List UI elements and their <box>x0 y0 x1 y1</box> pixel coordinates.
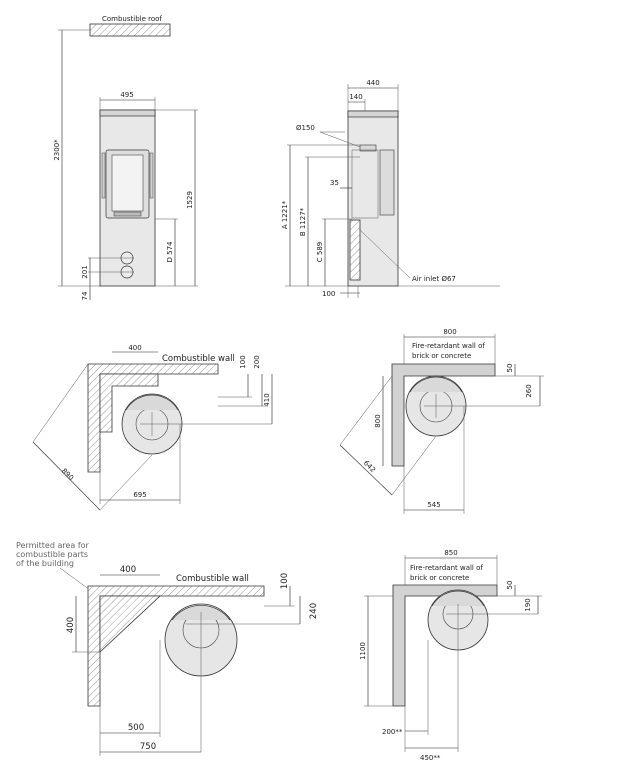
permitted-label-1: Permitted area for <box>16 541 90 550</box>
roof-height-value: 2300* <box>53 139 61 161</box>
plan3-500: 500 <box>128 723 144 733</box>
plan4-200: 200** <box>382 728 403 736</box>
door-handle-right <box>149 152 154 199</box>
plan2-260: 260 <box>525 384 533 397</box>
plan3-750: 750 <box>140 742 156 752</box>
plan1-200: 200 <box>253 355 261 368</box>
plan4-50: 50 <box>506 581 514 590</box>
combustible-roof <box>89 23 171 37</box>
ash-grate <box>113 211 142 217</box>
plan1-890: 890 <box>60 467 75 482</box>
side-door-profile <box>379 149 395 216</box>
air-channel <box>349 219 361 281</box>
fire-wall-label-2a: Fire-retardant wall of <box>410 564 483 572</box>
plan4-1100: 1100 <box>359 642 367 660</box>
side-100-value: 100 <box>322 290 335 298</box>
stove-plan-2-top <box>409 376 463 393</box>
front-201-value: 201 <box>81 265 89 278</box>
side-view: 440 140 Ø150 A 1221* B 1127* C 589 35 10… <box>281 79 500 298</box>
fire-wall-label-1a: Fire-retardant wall of <box>412 342 485 350</box>
plan2-642: 642 <box>362 459 377 474</box>
plan-fire-wall-corner-2: Fire-retardant wall of brick or concrete… <box>359 549 542 762</box>
combustible-roof-label: Combustible roof <box>102 15 162 23</box>
plan1-410: 410 <box>263 393 271 406</box>
stove-plan-4-top <box>431 590 485 607</box>
door-handle-left <box>101 152 106 199</box>
stove-glass <box>111 154 144 212</box>
front-width-value: 495 <box>120 91 133 99</box>
permitted-area <box>99 595 162 653</box>
stove-side-top <box>347 110 399 118</box>
plan2-545: 545 <box>427 501 440 509</box>
side-top-value: 140 <box>349 93 362 101</box>
plan1-695: 695 <box>133 491 146 499</box>
front-view: Combustible roof 2300* 495 1529 D 574 <box>53 15 198 300</box>
side-depth-value: 440 <box>366 79 379 87</box>
side-firebox <box>351 149 379 219</box>
fire-wall-label-1b: brick or concrete <box>412 352 471 360</box>
outlet-diameter-value: Ø150 <box>296 124 315 132</box>
air-inlet-label: Air inlet Ø67 <box>412 275 456 283</box>
side-a-value: A 1221* <box>281 200 289 229</box>
plan3-100: 100 <box>280 573 290 589</box>
plan-combustible-corner-1: Combustible wall 400 100 200 410 890 695 <box>32 344 273 511</box>
combustible-wall-inner-1 <box>99 373 159 433</box>
permitted-label-2: combustible parts <box>16 550 88 559</box>
combustible-wall-label-2: Combustible wall <box>176 574 249 584</box>
plan1-400: 400 <box>128 344 141 352</box>
plan3-400: 400 <box>120 565 136 575</box>
side-c-value: C 589 <box>316 242 324 262</box>
fire-wall-label-2b: brick or concrete <box>410 574 469 582</box>
side-b-value: B 1127* <box>299 207 307 236</box>
side-35-value: 35 <box>330 179 339 187</box>
stove-plan-1-top <box>125 394 179 411</box>
front-d-value: D 574 <box>166 241 174 263</box>
plan3-400v: 400 <box>66 617 76 633</box>
plan1-100: 100 <box>239 355 247 368</box>
front-height-value: 1529 <box>186 191 194 209</box>
plan2-50: 50 <box>506 364 514 373</box>
plan3-240: 240 <box>309 603 319 619</box>
plan2-800v: 800 <box>374 414 382 427</box>
combustible-wall-label-1: Combustible wall <box>162 354 235 364</box>
smoke-outlet <box>359 144 377 152</box>
plan-fire-wall-corner-1: Fire-retardant wall of brick or concrete… <box>339 328 544 514</box>
plan4-850: 850 <box>444 549 457 557</box>
plan4-190: 190 <box>524 598 532 611</box>
plan-combustible-corner-2: Permitted area for combustible parts of … <box>16 541 319 756</box>
plan4-450: 450** <box>420 754 441 762</box>
plan2-800: 800 <box>443 328 456 336</box>
permitted-label-3: of the building <box>16 559 74 568</box>
stove-front-top <box>99 109 156 117</box>
front-74-value: 74 <box>81 291 89 300</box>
